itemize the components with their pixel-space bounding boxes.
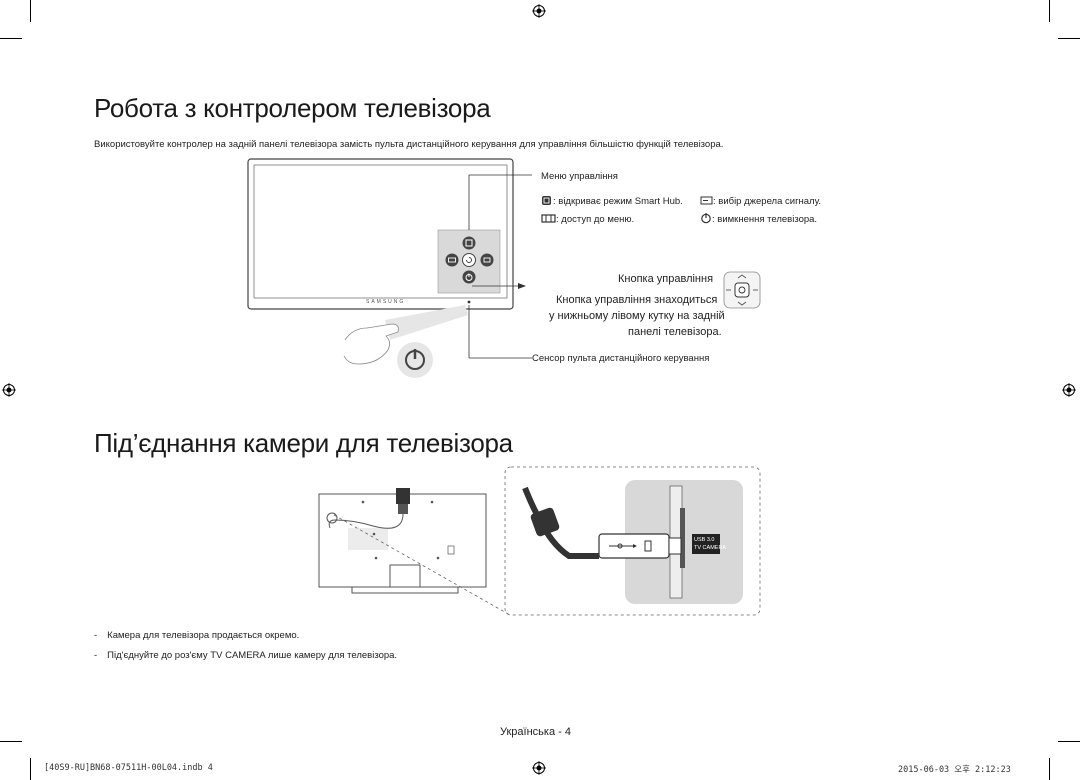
power-icon: [701, 213, 711, 224]
remote-sensor-label: Сенсор пульта дистанційного керування: [532, 353, 710, 364]
note-text: Камера для телевізора продається окремо.: [107, 630, 300, 641]
menu-heading: Меню управління: [541, 171, 618, 182]
tv-brand-logo: SAMSUNG: [366, 299, 406, 305]
legend-menu: : доступ до меню.: [556, 214, 635, 225]
crop-mark: [1049, 758, 1050, 780]
port-label-camera: TV CAMERA: [694, 545, 727, 551]
registration-mark-icon: [2, 383, 16, 397]
legend-smart-hub: : відкриває режим Smart Hub.: [553, 196, 683, 207]
timestamp: 2015-06-03 오후 2:12:23: [898, 765, 1011, 775]
control-button-desc-2: у нижньому лівому кутку на задній: [549, 310, 725, 322]
menu-icon[interactable]: [445, 253, 459, 267]
note-text: Під'єднуйте до роз'єму TV CAMERA лише ка…: [107, 650, 398, 661]
legend-power: : вимкнення телевізора.: [712, 214, 818, 225]
crop-mark: [0, 38, 22, 39]
crop-mark: [30, 0, 31, 22]
control-button-desc-3: панелі телевізора.: [628, 326, 722, 338]
note-bullet: -: [94, 650, 98, 661]
crop-mark: [1049, 0, 1050, 22]
crop-mark: [1058, 741, 1080, 742]
note-item: - Камера для телевізора продається окрем…: [94, 630, 397, 641]
menu-icon: [541, 214, 556, 223]
section-title-camera: Під’єднання камери для телевізора: [94, 428, 513, 458]
section-title-controller: Робота з контролером телевізора: [94, 93, 491, 123]
directional-button-icon: [723, 271, 761, 309]
notes-list: - Камера для телевізора продається окрем…: [94, 630, 397, 661]
registration-mark-icon: [1062, 383, 1076, 397]
crop-mark: [0, 741, 22, 742]
registration-mark-icon: [532, 761, 546, 775]
legend-source: : вибір джерела сигналу.: [713, 196, 822, 207]
crop-mark: [30, 758, 31, 780]
file-info: [40S9-RU]BN68-07511H-00L04.indb 4: [44, 763, 213, 773]
usb-connection-zoom: [522, 480, 743, 604]
smart-hub-icon[interactable]: [462, 236, 476, 250]
smart-hub-icon: [542, 196, 551, 205]
tv-back-diagram: [318, 488, 487, 594]
source-icon: [700, 196, 713, 205]
control-button-label: Кнопка управління: [618, 273, 714, 285]
control-button-desc-1: Кнопка управління знаходиться: [556, 294, 718, 306]
note-item: - Під'єднуйте до роз'єму TV CAMERA лише …: [94, 650, 397, 661]
page-label: Українська - 4: [500, 726, 571, 738]
section-intro: Використовуйте контролер на задній панел…: [94, 139, 724, 150]
tv-controller-diagram: [247, 158, 532, 378]
registration-mark-icon: [532, 4, 546, 18]
port-label-usb: USB 3.0: [694, 537, 715, 543]
note-bullet: -: [94, 630, 98, 641]
callout-zoom-frame: [333, 466, 761, 616]
source-icon[interactable]: [480, 253, 494, 267]
power-icon[interactable]: [462, 270, 476, 284]
crop-mark: [1058, 38, 1080, 39]
return-icon[interactable]: [462, 253, 476, 267]
